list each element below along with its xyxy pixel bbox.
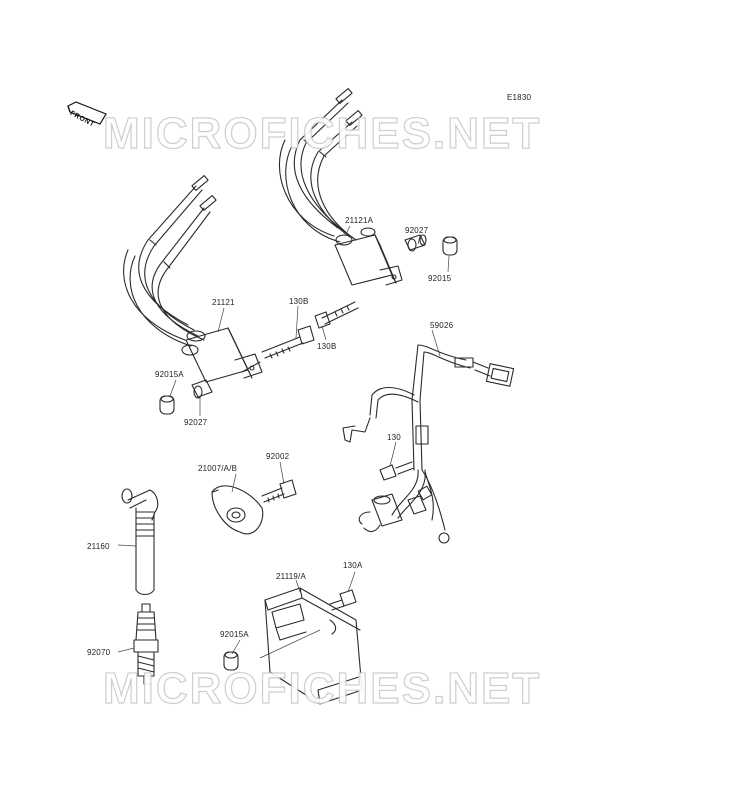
grommet-92015-right bbox=[442, 236, 458, 256]
part-label: 92027 bbox=[184, 418, 208, 427]
timing-plate-21007 bbox=[211, 485, 264, 535]
wiring-harness-59026 bbox=[342, 344, 515, 544]
collar-92027-right bbox=[404, 234, 427, 252]
part-label: 59026 bbox=[430, 321, 454, 330]
watermark-top: MICROFICHES.NET bbox=[102, 109, 542, 158]
bolt-130b-right bbox=[314, 301, 359, 329]
part-label: 21160 bbox=[87, 542, 110, 551]
grommet-92015a-lower bbox=[223, 651, 239, 671]
part-label: 92015A bbox=[155, 370, 184, 379]
cdi-unit-21119a bbox=[264, 587, 363, 705]
part-label: 130 bbox=[387, 433, 401, 442]
part-label: 130B bbox=[317, 342, 337, 351]
plug-cap-21160 bbox=[121, 488, 159, 596]
part-label: 21121A bbox=[345, 216, 374, 225]
ignition-coil-21121a bbox=[278, 88, 403, 286]
watermark-bottom: MICROFICHES.NET bbox=[102, 664, 542, 713]
part-label: 92027 bbox=[405, 226, 429, 235]
part-label: 92070 bbox=[87, 648, 111, 657]
part-label: 92002 bbox=[266, 452, 290, 461]
part-label: 130A bbox=[343, 561, 363, 570]
leader-lines bbox=[117, 225, 450, 659]
bolt-130 bbox=[379, 461, 415, 481]
part-label: 92015 bbox=[428, 274, 452, 283]
spark-plug-92070 bbox=[133, 603, 159, 685]
collar-92027-left bbox=[191, 379, 213, 399]
part-label: 130B bbox=[289, 297, 309, 306]
diagram-code: E1830 bbox=[507, 93, 532, 102]
grommet-92015a-left bbox=[159, 395, 175, 415]
part-label: 21119/A bbox=[276, 572, 307, 581]
part-label: 21121 bbox=[212, 298, 235, 307]
part-label: 92015A bbox=[220, 630, 249, 639]
ignition-coil-21121 bbox=[123, 175, 263, 383]
screw-92002 bbox=[261, 479, 297, 503]
front-arrow-icon bbox=[67, 101, 107, 125]
part-label: 21007/A/B bbox=[198, 464, 238, 473]
bolt-130b-left bbox=[261, 325, 315, 359]
